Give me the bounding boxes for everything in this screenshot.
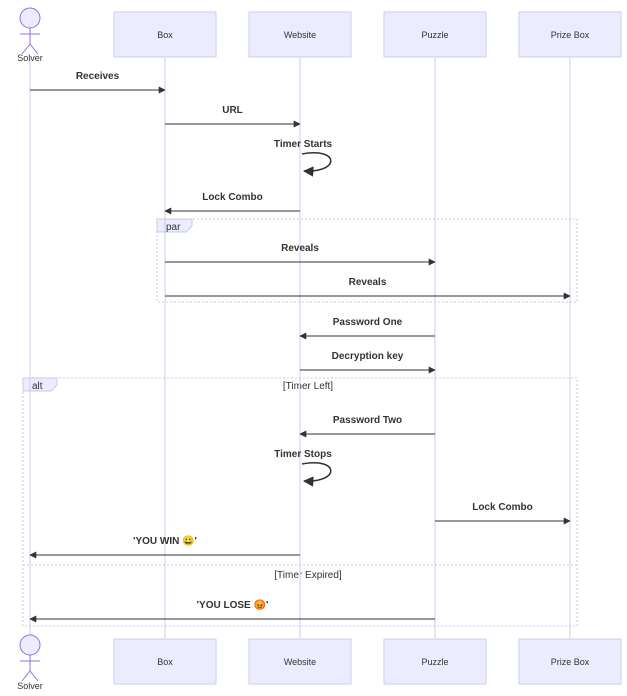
message-arrow: Decryption key [300, 351, 436, 374]
message-label: Reveals [281, 243, 319, 254]
participant-box: Box [113, 638, 217, 685]
message-label: Receives [76, 71, 120, 82]
participant-label: Box [157, 657, 173, 667]
actor-solver: Solver [17, 7, 43, 63]
message-arrow: Lock Combo [164, 192, 300, 215]
alt-block-label: alt [32, 381, 43, 392]
par-block: par [156, 218, 578, 303]
participant-label: Box [157, 30, 173, 40]
message-arrow: Reveals [165, 277, 571, 300]
message-arrow: Password Two [299, 415, 435, 438]
message-label: Reveals [349, 277, 387, 288]
actor-label: Solver [17, 681, 43, 691]
message-label: Password One [333, 317, 403, 328]
message-label: Lock Combo [472, 502, 533, 513]
alt-condition: [Timer Left] [283, 381, 333, 392]
participant-label: Puzzle [421, 30, 448, 40]
participant-prize: Prize Box [518, 11, 622, 58]
message-label: 'YOU WIN 😀' [133, 535, 197, 547]
message-arrow: Timer Stops [274, 449, 332, 487]
participant-box: Box [113, 11, 217, 58]
participant-label: Website [284, 657, 316, 667]
participant-website: Website [248, 11, 352, 58]
message-arrow: Lock Combo [435, 502, 571, 525]
message-arrow: Reveals [165, 243, 436, 266]
participant-label: Prize Box [551, 30, 590, 40]
actor-label: Solver [17, 53, 43, 63]
message-arrow: URL [165, 105, 301, 128]
message-label: Timer Starts [274, 139, 333, 150]
message-arrow: 'YOU WIN 😀' [29, 535, 300, 559]
message-arrow: Receives [30, 71, 166, 94]
message-label: URL [222, 105, 243, 116]
participant-prize: Prize Box [518, 638, 622, 685]
participant-label: Prize Box [551, 657, 590, 667]
par-block-label: par [166, 222, 181, 233]
participant-label: Puzzle [421, 657, 448, 667]
message-label: 'YOU LOSE 😡' [197, 599, 269, 611]
participant-website: Website [248, 638, 352, 685]
message-label: Decryption key [332, 351, 404, 362]
alt-else-condition: [Timer Expired] [274, 570, 342, 581]
participant-puzzle: Puzzle [383, 638, 487, 685]
message-label: Password Two [333, 415, 402, 426]
message-arrow: Password One [299, 317, 435, 340]
actor-solver: Solver [17, 634, 43, 691]
participant-puzzle: Puzzle [383, 11, 487, 58]
message-arrow: Timer Starts [274, 139, 333, 177]
message-label: Lock Combo [202, 192, 263, 203]
participant-label: Website [284, 30, 316, 40]
message-label: Timer Stops [274, 449, 332, 460]
message-arrow: 'YOU LOSE 😡' [29, 599, 435, 623]
